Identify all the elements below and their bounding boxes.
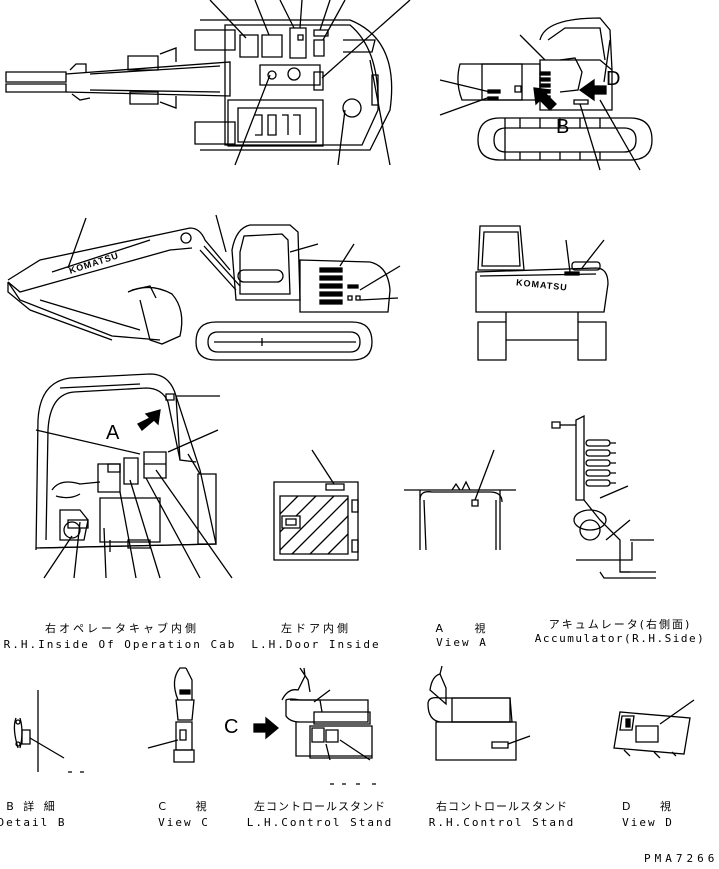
caption-view-a-jp: A 視 (435, 622, 489, 635)
caption-view-c-en: View C (158, 816, 210, 829)
side-view-drawing (8, 215, 400, 360)
caption-accumulator-en: Accumulator(R.H.Side) (534, 632, 706, 645)
caption-rh-stand-en: R.H.Control Stand (428, 816, 576, 829)
caption-view-c-jp: C 視 (158, 800, 210, 813)
caption-rh-stand-jp: 右コントロールスタンド (436, 800, 568, 813)
cab-inside-drawing (36, 374, 232, 578)
lh-control-stand-drawing (254, 668, 376, 784)
caption-lh-door-jp: 左ドア内側 (281, 622, 351, 635)
view-d-drawing (614, 700, 694, 758)
accumulator-drawing (552, 416, 656, 578)
view-a-drawing (404, 450, 516, 550)
caption-view-d-en: View D (622, 816, 674, 829)
caption-accumulator-jp: アキュムレータ(右側面) (548, 618, 692, 631)
marker-c: C (224, 716, 239, 738)
view-c-drawing (148, 668, 194, 762)
lh-door-drawing (274, 450, 358, 560)
caption-rh-cab-jp: 右オペレータキャブ内側 (45, 622, 199, 635)
rh-control-stand-drawing (428, 666, 530, 760)
caption-rh-cab-en: R.H.Inside Of Operation Cab (3, 638, 237, 651)
caption-lh-stand-en: L.H.Control Stand (246, 816, 394, 829)
marker-a: A (106, 422, 120, 444)
rear-side-view-drawing (440, 18, 652, 170)
caption-lh-door-en: L.H.Door Inside (251, 638, 381, 651)
caption-detail-b-en: Detail B (0, 816, 67, 829)
marker-d: D (606, 68, 621, 90)
caption-lh-stand-jp: 左コントロールスタンド (254, 800, 386, 813)
drawing-code: PMA7266 (644, 852, 719, 865)
detail-b-drawing (14, 690, 84, 772)
rear-view-drawing (476, 226, 608, 360)
marker-b: B (556, 116, 570, 138)
top-view-drawing (6, 0, 410, 165)
caption-detail-b-jp: B 詳 細 (6, 800, 58, 813)
caption-view-a-en: View A (436, 636, 488, 649)
caption-view-d-jp: D 視 (622, 800, 674, 813)
